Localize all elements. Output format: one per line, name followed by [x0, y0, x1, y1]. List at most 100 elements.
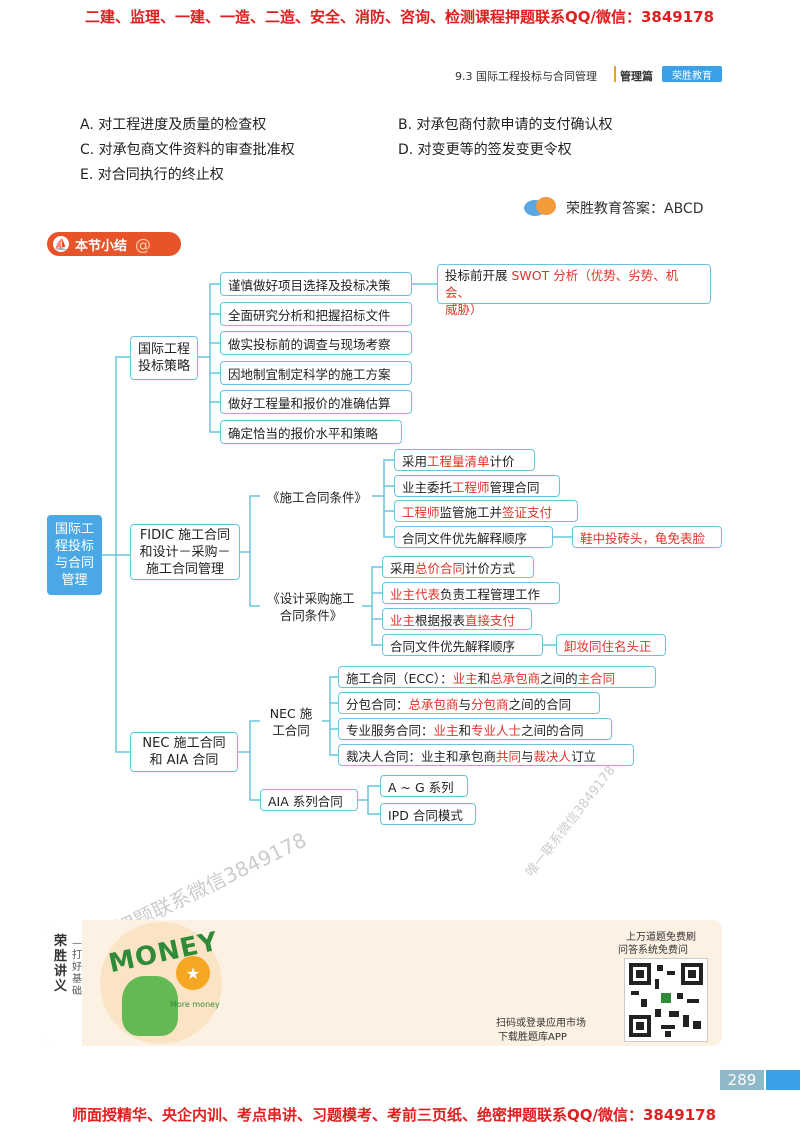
c2-mnemonic: 卸妆同住名头正 — [556, 634, 666, 656]
c1-mnemonic: 鞋中投砖头，龟免表脸 — [572, 526, 722, 548]
fidic-epc-conditions: 《设计采购施工合同条件》 — [260, 588, 362, 626]
nec-item-3-e: 之间的合同 — [521, 722, 584, 738]
nec-item-4-b: 共同 — [496, 748, 522, 764]
option-c: C. 对承包商文件资料的审查批准权 — [80, 142, 295, 158]
nec-item-2-d: 分包商 — [471, 696, 509, 712]
qr-code-image — [624, 958, 708, 1042]
branch-bidding-strategy: 国际工程投标策略 — [130, 336, 198, 380]
brand-name: 荣胜教育 — [672, 70, 712, 82]
branch-fidic-label: FIDIC 施工合同和设计－采购－施工合同管理 — [139, 527, 231, 577]
nec-item-1-e: 之间的 — [540, 670, 578, 686]
c2-item-1: 采用总价合同计价方式 — [382, 556, 534, 578]
promo-line-2: 问答系统免费问 — [618, 945, 688, 956]
c1-item-3-a: 工程师 — [402, 504, 440, 520]
c1-item-3-b: 监管施工并 — [439, 504, 503, 520]
summary-badge: ⛵ 本节小结 @ — [47, 232, 181, 256]
part-label: 管理篇 — [620, 70, 653, 83]
swot-note: 投标前开展 SWOT 分析（优势、劣势、机会、 威胁） — [437, 264, 711, 317]
option-b: B. 对承包商付款申请的支付确认权 — [398, 117, 613, 133]
mindmap-root: 国际工程投标与合同管理 — [47, 515, 102, 595]
nec-item-2-a: 分包合同： — [346, 696, 409, 712]
nec-item-3: 专业服务合同：业主和专业人士之间的合同 — [338, 718, 612, 740]
nec-item-2-e: 之间的合同 — [508, 696, 572, 712]
nec-item-3-d: 专业人士 — [471, 722, 522, 738]
strategy-item-6: 确定恰当的报价水平和策略 — [220, 420, 402, 444]
page-number: 289 — [720, 1070, 764, 1090]
strategy-item-4: 因地制宜制定科学的施工方案 — [220, 361, 412, 385]
c1-item-1: 采用工程量清单计价 — [394, 449, 535, 471]
swot-text-1: 投标前开展 — [445, 268, 512, 283]
nec-item-1-a: 施工合同（ECC）： — [346, 670, 453, 686]
c2-item-3-b: 根据报表 — [415, 612, 466, 628]
nec-item-4: 裁决人合同：业主和承包商共同与裁决人订立 — [338, 744, 634, 766]
promo-side-sub: —打好基础 — [72, 938, 82, 997]
brand-logo: 荣胜教育 — [662, 66, 722, 82]
aia-item-1: A ~ G 系列 — [380, 775, 468, 797]
option-e: E. 对合同执行的终止权 — [80, 167, 224, 183]
nec-item-1: 施工合同（ECC）：业主和总承包商之间的主合同 — [338, 666, 656, 688]
nec-item-1-d: 总承包商 — [490, 670, 541, 686]
c1-item-4: 合同文件优先解释顺序 — [394, 526, 553, 548]
scan-line-2: 下载胜题库APP — [498, 1032, 567, 1043]
section-header: 9.3 国际工程投标与合同管理 — [455, 70, 597, 83]
nec-item-3-c: 和 — [458, 722, 472, 738]
mindmap-root-label: 国际工程投标与合同管理 — [55, 522, 95, 588]
sail-icon: ⛵ — [53, 236, 69, 252]
option-a: A. 对工程进度及质量的检查权 — [80, 117, 267, 133]
c2-item-2: 业主代表负责工程管理工作 — [382, 582, 560, 604]
c2-item-4: 合同文件优先解释顺序 — [382, 634, 543, 656]
branch-nec-aia: NEC 施工合同和 AIA 合同 — [130, 732, 238, 772]
c1-item-1-b: 工程量清单 — [427, 453, 490, 469]
bottom-banner: 师面授精华、央企内训、考点串讲、习题模考、考前三页纸、绝密押题联系QQ/微信：3… — [72, 1106, 717, 1124]
summary-badge-label: 本节小结 — [75, 238, 128, 254]
nec-item-1-b: 业主 — [452, 670, 478, 686]
aia-item-2: IPD 合同模式 — [380, 803, 476, 825]
scan-line-1: 扫码或登录应用市场 — [496, 1018, 586, 1029]
mascot-frog-image: MONEY ★ More money — [100, 922, 222, 1044]
nec-item-4-a: 裁决人合同：业主和承包商 — [346, 748, 497, 764]
nec-item-2-b: 总承包商 — [408, 696, 459, 712]
nec-item-2: 分包合同：总承包商与分包商之间的合同 — [338, 692, 600, 714]
swirl-icon: @ — [135, 234, 152, 254]
promo-card: 荣胜讲义 —打好基础 MONEY ★ More money 上万道题免费刷 问答… — [46, 920, 722, 1046]
c2-item-1-b: 总价合同 — [415, 560, 466, 576]
mascot-sub-text: More money — [170, 1000, 220, 1009]
nec-contract: NEC 施工合同 — [260, 704, 322, 740]
c1-item-1-c: 计价 — [489, 453, 515, 469]
strategy-item-2: 全面研究分析和把握招标文件 — [220, 302, 412, 326]
mascot-body — [122, 976, 178, 1036]
c2-item-2-a: 业主代表 — [390, 586, 441, 602]
c1-item-2-b: 工程师 — [452, 479, 490, 495]
page-tab — [766, 1070, 800, 1090]
header-divider — [614, 66, 616, 82]
strategy-item-5: 做好工程量和报价的准确估算 — [220, 390, 412, 414]
nec-item-1-c: 和 — [477, 670, 491, 686]
mascot-coin: ★ — [176, 956, 210, 990]
aia-contract: AIA 系列合同 — [260, 789, 358, 811]
nec-item-4-c: 与 — [521, 748, 534, 764]
nec-item-3-b: 业主 — [433, 722, 459, 738]
nec-item-4-e: 订立 — [571, 748, 597, 764]
nec-item-3-a: 专业服务合同： — [346, 722, 434, 738]
c1-item-2-a: 业主委托 — [402, 479, 453, 495]
promo-side-strip — [46, 920, 82, 1046]
c1-item-3-c: 签证支付 — [502, 504, 553, 520]
branch-fidic: FIDIC 施工合同和设计－采购－施工合同管理 — [130, 524, 240, 580]
c1-item-3: 工程师监管施工并签证支付 — [394, 500, 578, 522]
c1-item-1-a: 采用 — [402, 453, 428, 469]
c2-item-3-a: 业主 — [390, 612, 416, 628]
branch-bidding-strategy-label: 国际工程投标策略 — [138, 342, 191, 374]
strategy-item-3: 做实投标前的调查与现场考察 — [220, 331, 412, 355]
c1-item-2-c: 管理合同 — [489, 479, 540, 495]
swot-text-2: SWOT 分析（优势、劣势、机会、 — [445, 268, 679, 300]
swot-text-3: 威胁） — [445, 302, 483, 317]
nec-item-2-c: 与 — [458, 696, 472, 712]
nec-item-1-f: 主合同 — [577, 670, 616, 686]
option-d: D. 对变更等的签发变更令权 — [398, 142, 572, 158]
answer-text: 荣胜教育答案：ABCD — [566, 201, 704, 217]
c2-item-3-c: 直接支付 — [465, 612, 516, 628]
nec-contract-label: NEC 施工合同 — [269, 706, 313, 738]
cloud-icon — [522, 196, 558, 216]
branch-nec-aia-label: NEC 施工合同和 AIA 合同 — [142, 736, 226, 768]
